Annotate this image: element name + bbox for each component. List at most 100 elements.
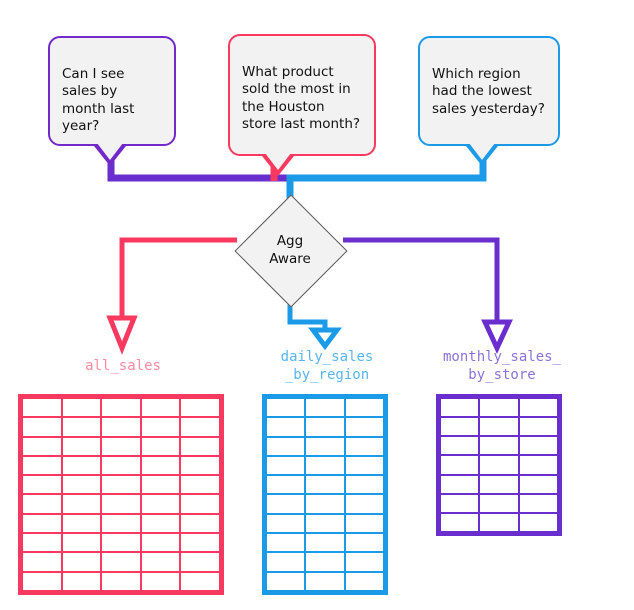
table-cell	[519, 456, 557, 474]
question-bubble-houston: What product sold the most in the Housto…	[228, 34, 376, 176]
table-cell	[519, 513, 557, 531]
question-bubble-region: Which region had the lowest sales yester…	[418, 36, 560, 166]
table-cell	[267, 534, 305, 552]
table-cell	[23, 456, 61, 475]
table-cell	[62, 418, 101, 436]
table-cell	[345, 514, 383, 533]
table-cell	[181, 456, 219, 475]
table-cell	[62, 476, 101, 494]
table-cell	[267, 418, 305, 436]
bubble-tail-fill-icon	[265, 153, 291, 170]
table-cell	[441, 475, 479, 493]
table-cell	[306, 476, 344, 494]
table-cell	[345, 534, 383, 552]
table-cell	[480, 475, 518, 493]
table-cell	[102, 437, 140, 455]
table-cell	[102, 399, 140, 417]
table-cell	[306, 456, 344, 475]
arrowhead-all-sales	[106, 315, 138, 355]
table-cell	[141, 553, 180, 571]
table-cell	[441, 494, 479, 512]
table-cell	[306, 399, 344, 417]
table-cell	[141, 456, 180, 475]
table-cell	[23, 572, 61, 590]
table-cell	[23, 534, 61, 552]
table-caption-daily-sales-by-region: daily_sales _by_region	[280, 349, 374, 383]
table-cell	[62, 572, 101, 590]
table-cell	[141, 514, 180, 533]
table-cell	[306, 437, 344, 455]
table-cell	[519, 399, 557, 417]
question-text: What product sold the most in the Housto…	[242, 63, 361, 133]
table-cell	[267, 495, 305, 513]
question-text: Can I see sales by month last year?	[62, 65, 135, 135]
table-cell	[141, 534, 180, 552]
table-cell	[23, 418, 61, 436]
table-cell	[62, 514, 101, 533]
table-cell	[267, 437, 305, 455]
table-cell	[345, 476, 383, 494]
table-cell	[181, 418, 219, 436]
bubble-tail-fill-icon	[469, 143, 495, 160]
table-cell	[141, 476, 180, 494]
table-cell	[181, 495, 219, 513]
table-cell	[345, 495, 383, 513]
table-cell	[141, 495, 180, 513]
arrowhead-daily-sales	[308, 327, 342, 351]
table-cell	[480, 494, 518, 512]
table-cell	[23, 399, 61, 417]
table-cell	[345, 572, 383, 590]
table-cell	[102, 476, 140, 494]
table-cell	[62, 495, 101, 513]
table-cell	[306, 495, 344, 513]
table-cell	[519, 475, 557, 493]
table-cell	[306, 553, 344, 571]
edge-router-to-monthly-sales	[343, 237, 500, 322]
table-caption-monthly-sales-by-store: monthly_sales_ by_store	[442, 349, 561, 383]
table-cell	[102, 572, 140, 590]
bubble-tail-fill-icon	[97, 143, 123, 160]
table-cell	[23, 514, 61, 533]
table-cell	[102, 418, 140, 436]
table-cell	[345, 553, 383, 571]
table-caption-all-sales: all_sales	[85, 358, 161, 374]
table-cell	[306, 534, 344, 552]
table-cell	[181, 534, 219, 552]
table-cell	[267, 514, 305, 533]
table-cell	[519, 437, 557, 455]
table-cell	[23, 553, 61, 571]
table-cell	[23, 476, 61, 494]
table-cell	[480, 399, 518, 417]
table-cell	[102, 553, 140, 571]
table-cell	[306, 572, 344, 590]
table-cell	[519, 418, 557, 436]
table-cell	[441, 418, 479, 436]
table-cell	[181, 572, 219, 590]
table-cell	[267, 399, 305, 417]
table-cell	[181, 553, 219, 571]
table-cell	[102, 514, 140, 533]
arrowhead-monthly-sales	[481, 319, 513, 354]
question-bubble-monthly: Can I see sales by month last year?	[48, 36, 176, 166]
table-cell	[480, 456, 518, 474]
table-grid-daily-sales-by-region	[262, 394, 388, 595]
table-cell	[102, 495, 140, 513]
table-cell	[306, 514, 344, 533]
table-cell	[181, 437, 219, 455]
table-cell	[102, 534, 140, 552]
edge-router-to-daily-sales	[287, 302, 328, 330]
table-cell	[141, 418, 180, 436]
table-cell	[267, 553, 305, 571]
table-cell	[441, 456, 479, 474]
agg-aware-router-node: Agg Aware	[234, 194, 348, 308]
table-cell	[141, 437, 180, 455]
question-text: Which region had the lowest sales yester…	[432, 65, 545, 117]
table-cell	[181, 514, 219, 533]
table-cell	[267, 476, 305, 494]
table-cell	[441, 437, 479, 455]
table-cell	[345, 456, 383, 475]
table-cell	[480, 513, 518, 531]
edge-q-region-to-router	[286, 155, 487, 200]
table-cell	[480, 437, 518, 455]
